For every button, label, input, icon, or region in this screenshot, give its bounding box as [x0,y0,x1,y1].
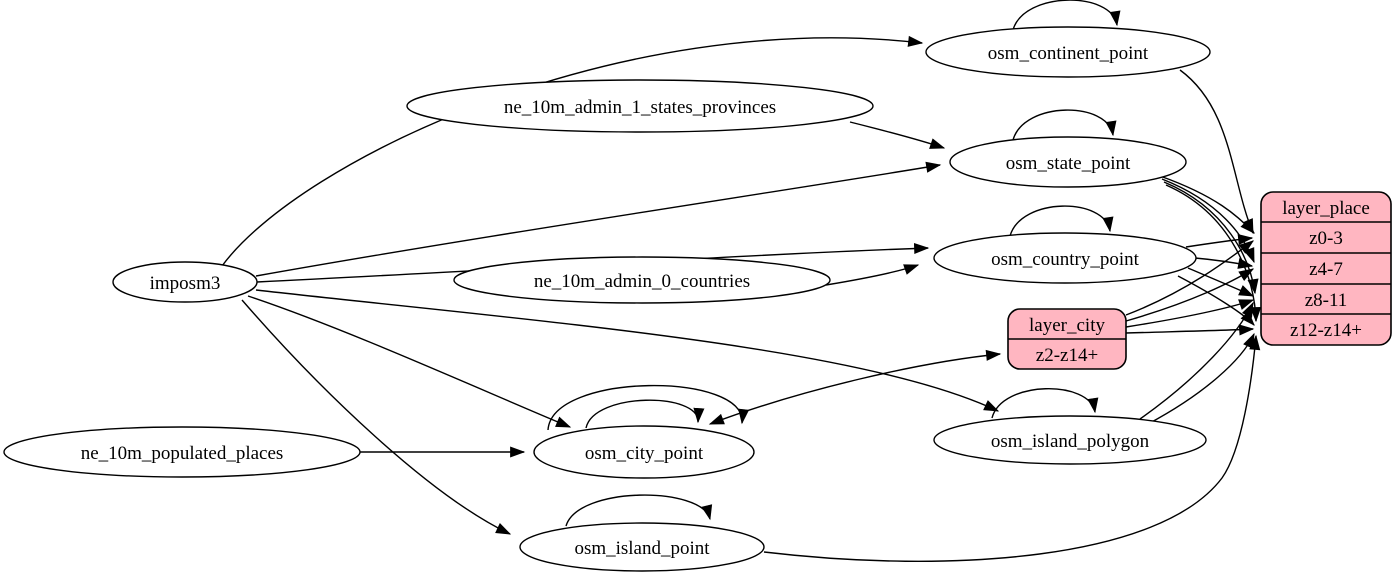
self-loop-osm_continent_point [1012,0,1121,31]
osm_city_point-label: osm_city_point [585,443,704,464]
node-osm_island_point: osm_island_point [519,522,765,572]
layer_city-title: layer_city [1029,315,1105,336]
edges-group [221,0,1262,562]
ne_10m_populated_places-ellipse [3,426,361,478]
osm_country_point-label: osm_country_point [991,249,1139,270]
osm_city_point-ellipse [533,425,755,479]
self-loop-osm_state_point [1012,109,1117,141]
edge-layer_city-layer_place-z4-7 [1125,268,1255,322]
node-ne_10m_admin_0_countries: ne_10m_admin_0_countries [453,256,831,304]
self-loop-osm_city_point-inner [585,399,705,429]
node-ne_10m_admin_1_states_provinces: ne_10m_admin_1_states_provinces [406,79,874,133]
osm_continent_point-ellipse [925,26,1211,78]
osm_island_point-label: osm_island_point [574,538,710,559]
node-ne_10m_populated_places: ne_10m_populated_places [3,426,361,478]
edge-osm_country_point-layer_place-z4-7 [1194,257,1254,269]
self-loop-osm_island_point [565,494,713,527]
edge-layer_city-layer_place-z0-3 [1125,240,1255,316]
edge-imposm3-osm_island_point [241,299,512,535]
ne_10m_populated_places-label: ne_10m_populated_places [81,443,284,464]
edge-imposm3-osm_island_polygon [255,289,1000,412]
osm_island_polygon-ellipse [933,415,1207,465]
self-loop-osm_island_polygon [991,388,1099,419]
edge-layer_city-layer_place-z12-z14+ [1125,324,1255,336]
imposm3-label: imposm3 [150,273,221,294]
edge-osm_city_point-layer_city-z2-z14+ [708,349,1002,425]
node-osm_country_point: osm_country_point [933,232,1197,284]
node-osm_continent_point: osm_continent_point [925,26,1211,78]
layer_place-title: layer_place [1282,198,1370,219]
edge-osm_continent_point-layer_place-z0-3 [1179,69,1254,235]
edge-osm_country_point-layer_place-z12-z14+ [1177,275,1255,326]
self-loop-osm_country_point [1009,205,1114,237]
node-layer_place: layer_place z0-3 z4-7 z8-11 z12-z14+ [1260,191,1392,346]
osm_country_point-ellipse [933,232,1197,284]
layer_place-row-z4-7: z4-7 [1309,259,1343,280]
ne_10m_admin_0_countries-label: ne_10m_admin_0_countries [534,271,750,292]
osm_island_polygon-label: osm_island_polygon [991,431,1150,452]
edge-osm_country_point-layer_place-z0-3 [1185,234,1254,248]
imposm3-ellipse [112,261,258,303]
edge-ne_10m_admin_1_states_provinces-osm_state_point [849,121,946,149]
ne_10m_admin_1_states_provinces-label: ne_10m_admin_1_states_provinces [504,97,776,118]
layer_place-row-z8-11: z8-11 [1305,290,1348,311]
node-layer_city: layer_city z2-z14+ [1007,308,1127,370]
node-osm_city_point: osm_city_point [533,425,755,479]
edge-osm_island_polygon-layer_place-z8-11 [1139,301,1254,420]
layer_place-row-z0-3: z0-3 [1309,228,1343,249]
node-imposm3: imposm3 [112,261,258,303]
edge-osm_state_point-layer_place-z12-z14+ [1165,184,1262,323]
edge-imposm3-osm_continent_point [221,35,924,267]
ne_10m_admin_0_countries-ellipse [453,256,831,304]
edge-osm_island_point-layer_place-z12-z14+ [763,334,1261,562]
ne_10m_admin_1_states_provinces-ellipse [406,79,874,133]
edge-osm_island_polygon-layer_place-z12-z14+ [1147,332,1255,425]
layer_place-box [1260,191,1392,346]
osm_island_point-ellipse [519,522,765,572]
edge-ne_10m_admin_0_countries-osm_country_point [825,264,920,286]
osm_state_point-label: osm_state_point [1006,153,1131,174]
osm_continent_point-label: osm_continent_point [988,43,1149,64]
edge-imposm3-osm_city_point [247,295,572,428]
node-osm_island_polygon: osm_island_polygon [933,415,1207,465]
edge-osm_country_point-layer_place-z8-11 [1187,267,1255,297]
edge-osm_state_point-layer_place-z0-3 [1159,175,1255,234]
edge-layer_city-layer_place-z8-11 [1125,299,1255,328]
layer_city-row-z2-z14+: z2-z14+ [1036,345,1098,366]
osm_state_point-ellipse [949,136,1187,188]
layer_place-row-z12-z14+: z12-z14+ [1290,320,1362,341]
node-osm_state_point: osm_state_point [949,136,1187,188]
edge-imposm3-osm_state_point [255,161,942,277]
